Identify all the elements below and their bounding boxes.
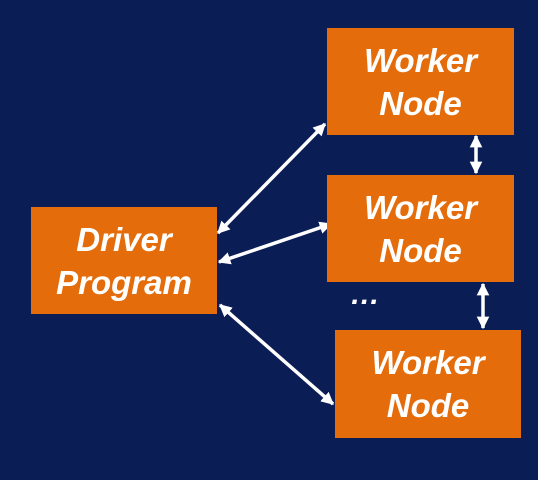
arrow-driver-worker1 [216, 122, 327, 235]
worker-1-label-line2: Node [379, 84, 462, 122]
ellipsis-label: … [350, 278, 381, 311]
arrow-driver-worker2 [217, 221, 333, 265]
worker-node-1: Worker Node [327, 28, 514, 135]
worker-3-label-line1: Worker [371, 344, 485, 381]
driver-program-node: Driver Program [31, 207, 217, 314]
worker-node-3: Worker Node [335, 330, 521, 438]
driver-label-line1: Driver [76, 220, 172, 258]
arrow-driver-worker3 [218, 303, 335, 406]
worker-2-label-line1: Worker [363, 188, 478, 226]
worker-node-2: Worker Node [327, 175, 514, 282]
worker-1-label-line1: Worker [363, 41, 478, 79]
driver-label-line2: Program [56, 263, 192, 301]
worker-3-label-line2: Node [386, 387, 470, 424]
worker-2-label-line2: Node [379, 231, 462, 269]
